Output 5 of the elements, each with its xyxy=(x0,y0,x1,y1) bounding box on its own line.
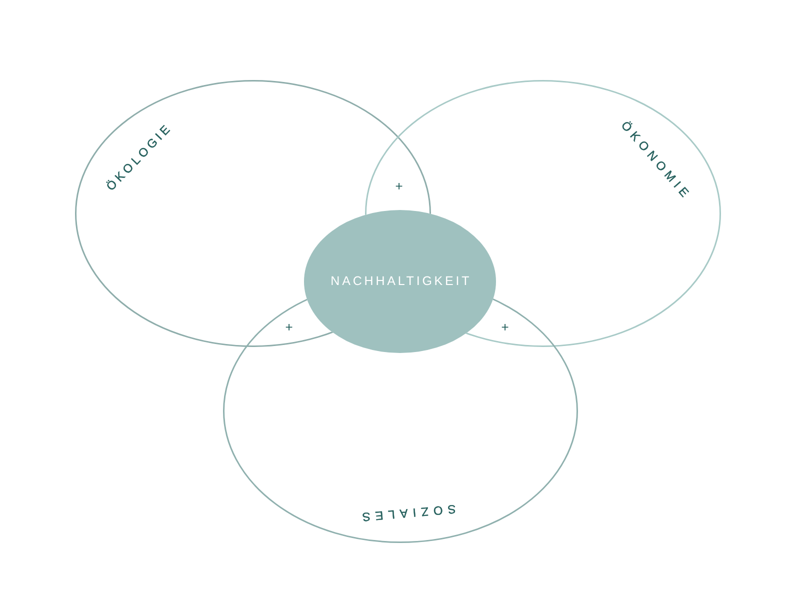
plus-sign: + xyxy=(395,180,403,192)
center-label: NACHHALTIGKEIT xyxy=(330,275,472,288)
plus-sign: + xyxy=(501,320,509,334)
circle-label: SOZIALES xyxy=(356,502,458,524)
plus-sign: + xyxy=(285,320,293,334)
